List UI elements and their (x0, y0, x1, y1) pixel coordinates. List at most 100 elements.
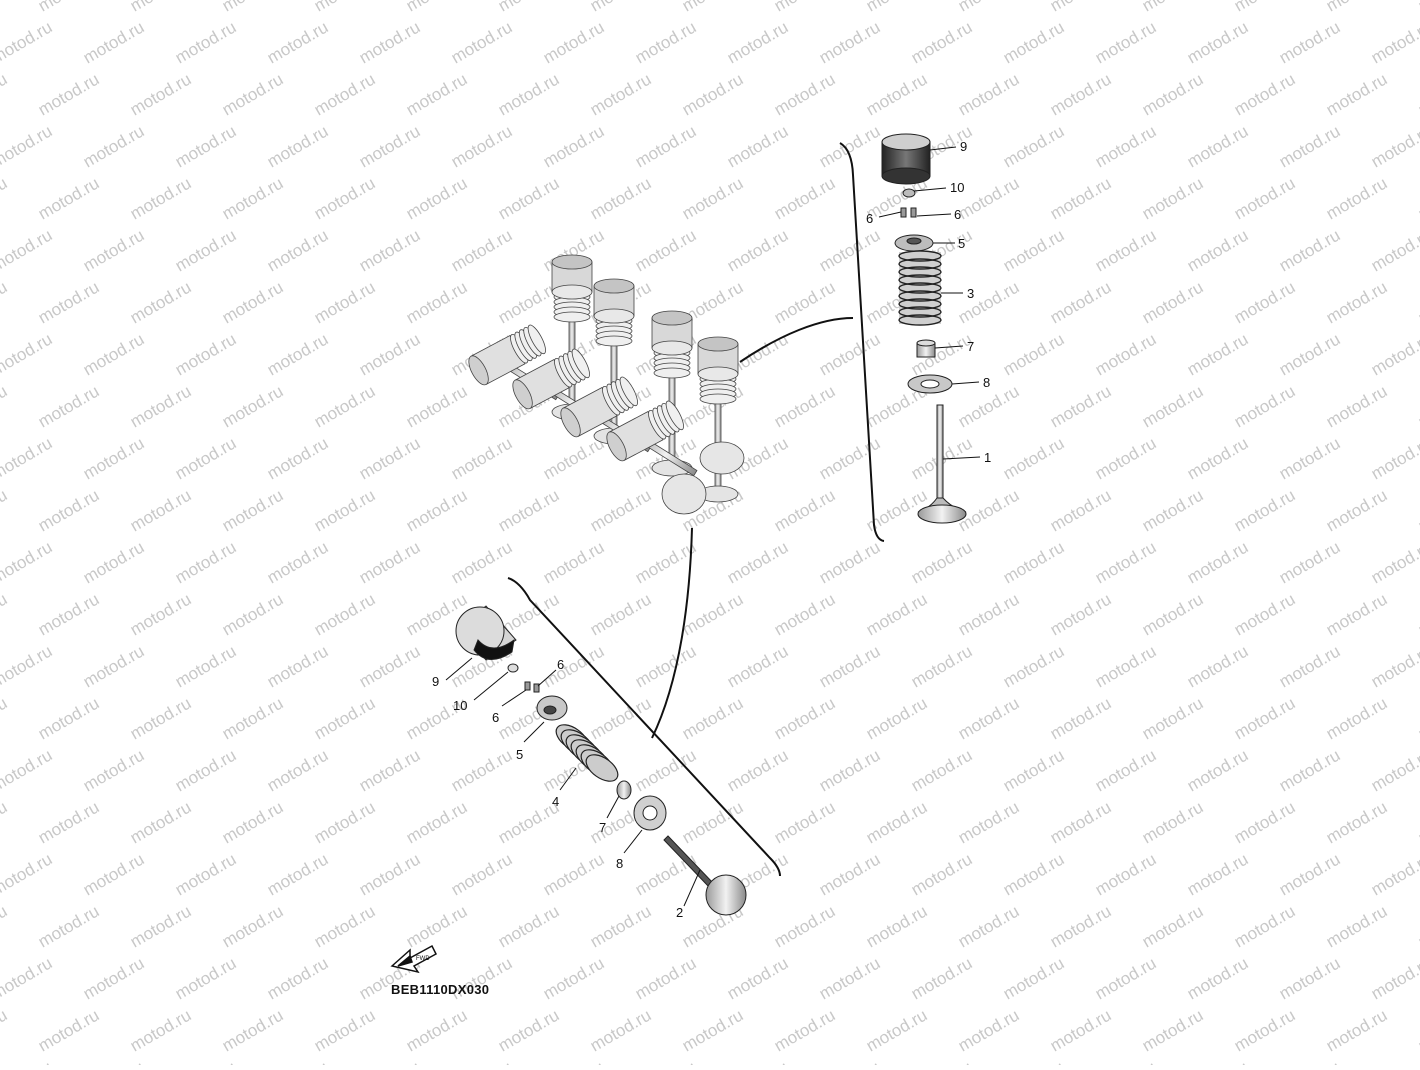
watermark-text: motod.ru (1139, 277, 1207, 327)
watermark-text: motod.ru (311, 901, 379, 951)
watermark-text: motod.ru (1323, 693, 1391, 743)
callout-upper-shim: 10 (913, 180, 964, 195)
watermark-text: motod.ru (1047, 485, 1115, 535)
watermark-text: motod.ru (679, 69, 747, 119)
watermark-text: motod.ru (1000, 641, 1068, 691)
watermark-text: motod.ru (816, 1057, 884, 1065)
watermark-text: motod.ru (403, 173, 471, 223)
watermark-text: motod.ru (1323, 797, 1391, 847)
watermark-text: motod.ru (1368, 121, 1420, 171)
watermark-text: motod.ru (1092, 745, 1160, 795)
watermark-text: motod.ru (955, 69, 1023, 119)
watermark-text: motod.ru (0, 329, 55, 379)
watermark-text: motod.ru (127, 69, 195, 119)
watermark-text: motod.ru (1000, 745, 1068, 795)
watermark-text: motod.ru (1092, 225, 1160, 275)
watermark-text: motod.ru (403, 1005, 471, 1055)
watermark-text: motod.ru (1184, 537, 1252, 587)
watermark-text: motod.ru (1323, 69, 1391, 119)
watermark-text: motod.ru (863, 693, 931, 743)
watermark-text: motod.ru (587, 693, 655, 743)
watermark-text: motod.ru (1415, 277, 1420, 327)
watermark-text: motod.ru (863, 797, 931, 847)
watermark-text: motod.ru (311, 693, 379, 743)
watermark-text: motod.ru (1184, 849, 1252, 899)
watermark-text: motod.ru (1368, 1057, 1420, 1065)
watermark-text: motod.ru (1139, 589, 1207, 639)
watermark-text: motod.ru (771, 381, 839, 431)
watermark-text: motod.ru (311, 173, 379, 223)
watermark-text: motod.ru (1276, 849, 1344, 899)
watermark-text: motod.ru (540, 953, 608, 1003)
watermark-text: motod.ru (495, 485, 563, 535)
watermark-text: motod.ru (0, 277, 10, 327)
watermark-text: motod.ru (0, 745, 55, 795)
watermark-text: motod.ru (219, 589, 287, 639)
watermark-text: motod.ru (1276, 225, 1344, 275)
watermark-text: motod.ru (311, 1005, 379, 1055)
watermark-text: motod.ru (127, 797, 195, 847)
watermark-text: motod.ru (1276, 17, 1344, 67)
watermark-text: motod.ru (1139, 693, 1207, 743)
callout-upper-valve: 1 (942, 450, 991, 465)
watermark-text: motod.ru (1368, 537, 1420, 587)
watermark-text: motod.ru (80, 121, 148, 171)
watermark-text: motod.ru (863, 1005, 931, 1055)
watermark-text: motod.ru (1415, 1005, 1420, 1055)
valve-head-front (661, 473, 707, 515)
watermark-text: motod.ru (863, 69, 931, 119)
watermark-text: motod.ru (1184, 329, 1252, 379)
watermark-text: motod.ru (1231, 381, 1299, 431)
watermark-text: motod.ru (495, 901, 563, 951)
watermark-text: motod.ru (80, 953, 148, 1003)
watermark-text: motod.ru (955, 1005, 1023, 1055)
valve-shim-lower (507, 663, 519, 673)
watermark-text: motod.ru (771, 173, 839, 223)
callout-upper-retainer: 5 (933, 236, 965, 251)
watermark-text: motod.ru (0, 797, 10, 847)
watermark-text: motod.ru (219, 485, 287, 535)
watermark-text: motod.ru (35, 485, 103, 535)
watermark-text: motod.ru (1276, 433, 1344, 483)
watermark-text: motod.ru (0, 485, 10, 535)
callout-number: 5 (516, 747, 523, 762)
watermark-text: motod.ru (219, 901, 287, 951)
stem-seal-lower (616, 780, 632, 800)
watermark-text: motod.ru (1139, 0, 1207, 15)
upper-connector-line (739, 317, 854, 363)
exhaust-valve-lower (663, 835, 747, 916)
callout-upper-cotter-left: 6 (866, 211, 902, 226)
callout-number: 1 (984, 450, 991, 465)
watermark-text: motod.ru (35, 277, 103, 327)
watermark-text: motod.ru (1323, 277, 1391, 327)
callout-lower-shim: 10 (453, 671, 509, 713)
watermark-text: motod.ru (219, 693, 287, 743)
watermark-text: motod.ru (955, 901, 1023, 951)
watermark-text: motod.ru (219, 381, 287, 431)
watermark-text: motod.ru (311, 381, 379, 431)
watermark-text: motod.ru (816, 225, 884, 275)
callout-number: 9 (960, 139, 967, 154)
watermark-text: motod.ru (1323, 173, 1391, 223)
drawing-code: BEB1110DX030 (391, 982, 490, 997)
watermark-text: motod.ru (1047, 1005, 1115, 1055)
callout-number: 3 (967, 286, 974, 301)
watermark-text: motod.ru (724, 225, 792, 275)
watermark-text: motod.ru (1000, 433, 1068, 483)
watermark-text: motod.ru (540, 537, 608, 587)
watermark-text: motod.ru (908, 1057, 976, 1065)
watermark-text: motod.ru (0, 953, 55, 1003)
valve-spring-lower (555, 724, 619, 782)
watermark-text: motod.ru (172, 121, 240, 171)
watermark-text: motod.ru (403, 797, 471, 847)
watermark-text: motod.ru (1184, 225, 1252, 275)
watermark-text: motod.ru (172, 329, 240, 379)
watermark-text: motod.ru (771, 901, 839, 951)
watermark-text: motod.ru (356, 121, 424, 171)
watermark-text: motod.ru (1139, 381, 1207, 431)
watermark-text: motod.ru (356, 329, 424, 379)
watermark-text: motod.ru (1415, 797, 1420, 847)
watermark-text: motod.ru (908, 745, 976, 795)
watermark-text: motod.ru (448, 225, 516, 275)
watermark-text: motod.ru (1415, 589, 1420, 639)
